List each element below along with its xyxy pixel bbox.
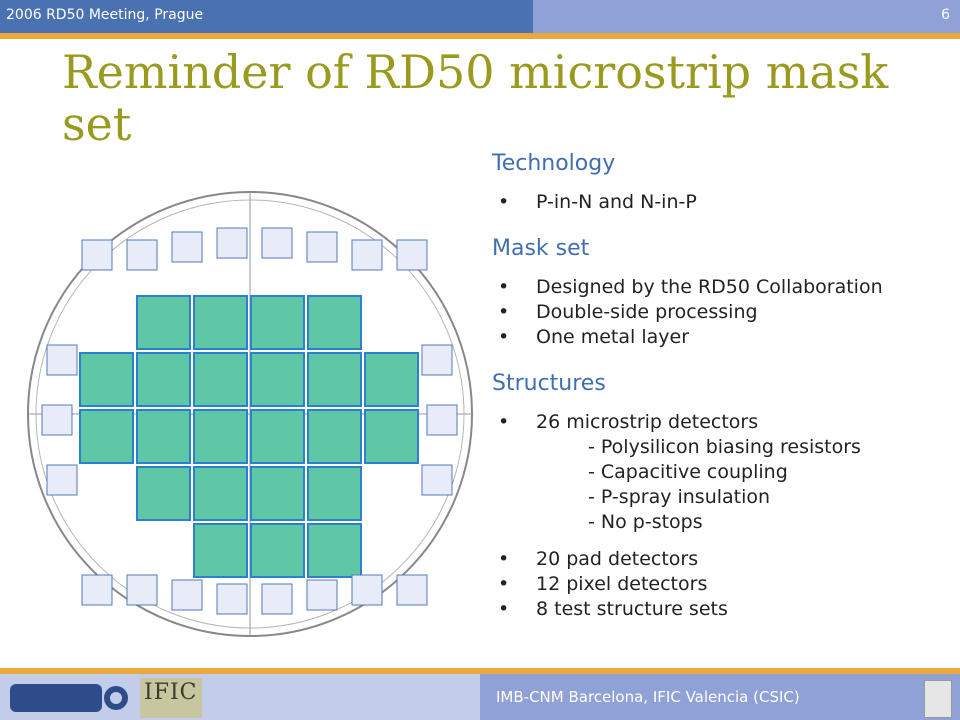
sub-item: - Capacitive coupling xyxy=(588,461,788,483)
wafer-test-structure xyxy=(126,239,158,271)
wafer-cell xyxy=(250,295,305,350)
wafer-test-structure xyxy=(46,464,78,496)
bullet-item: •Double-side processing xyxy=(498,301,758,323)
cnm-logo xyxy=(10,684,128,712)
wafer-cell xyxy=(250,352,305,407)
wafer-test-structure xyxy=(126,574,158,606)
footer-stripe xyxy=(0,668,960,674)
bullet-item: •Designed by the RD50 Collaboration xyxy=(498,276,883,298)
wafer-test-structure xyxy=(216,583,248,615)
section-structures: Structures •26 microstrip detectors - Po… xyxy=(492,370,952,622)
bullet-item: •P-in-N and N-in-P xyxy=(498,191,697,213)
wafer-test-structure xyxy=(396,574,428,606)
content-column: Technology •P-in-N and N-in-P Mask set •… xyxy=(492,150,952,622)
wafer-test-structure xyxy=(261,583,293,615)
wafer-test-structure xyxy=(306,231,338,263)
wafer-test-structure xyxy=(171,231,203,263)
header-bar-right xyxy=(533,0,960,33)
wafer-cell xyxy=(193,466,248,521)
wafer-cell xyxy=(307,409,362,464)
bullet-item: •8 test structure sets xyxy=(498,598,728,620)
wafer-cell xyxy=(307,295,362,350)
wafer-cell xyxy=(136,295,191,350)
wafer-cell xyxy=(250,409,305,464)
wafer-test-structure xyxy=(216,227,248,259)
wafer-cell xyxy=(364,409,419,464)
wafer-test-structure xyxy=(421,464,453,496)
wafer-cell xyxy=(193,523,248,578)
sub-item: - P-spray insulation xyxy=(588,486,771,508)
section-technology: Technology •P-in-N and N-in-P xyxy=(492,150,952,215)
wafer-cell xyxy=(136,352,191,407)
wafer-test-structure xyxy=(261,227,293,259)
footer-text: IMB-CNM Barcelona, IFIC Valencia (CSIC) xyxy=(496,688,800,706)
wafer-test-structure xyxy=(81,239,113,271)
header-stripe xyxy=(0,33,960,39)
slide-title: Reminder of RD50 microstrip mask set xyxy=(62,45,889,151)
wafer-test-structure xyxy=(351,574,383,606)
wafer-cell xyxy=(307,352,362,407)
section-mask-set: Mask set •Designed by the RD50 Collabora… xyxy=(492,235,952,350)
wafer-test-structure xyxy=(396,239,428,271)
wafer-cell xyxy=(136,466,191,521)
bullet-item: •One metal layer xyxy=(498,326,690,348)
bullet-item: •12 pixel detectors xyxy=(498,573,708,595)
wafer-cell xyxy=(307,466,362,521)
wafer-test-structure xyxy=(81,574,113,606)
bullet-item: •26 microstrip detectors xyxy=(498,411,759,433)
wafer-cell xyxy=(193,295,248,350)
wafer-test-structure xyxy=(171,579,203,611)
wafer-test-structure xyxy=(426,404,458,436)
wafer-test-structure xyxy=(351,239,383,271)
page-number: 6 xyxy=(941,7,950,23)
wafer-cell xyxy=(136,409,191,464)
wafer-cell xyxy=(250,523,305,578)
bullet-item: •20 pad detectors xyxy=(498,548,699,570)
wafer-cell xyxy=(364,352,419,407)
wafer-cell xyxy=(79,409,134,464)
sub-item: - No p-stops xyxy=(588,511,703,533)
csic-logo xyxy=(924,680,952,718)
footer-bar-right xyxy=(480,674,960,720)
section-heading: Mask set xyxy=(492,236,590,261)
wafer-test-structure xyxy=(46,344,78,376)
wafer-test-structure xyxy=(41,404,73,436)
wafer-mask-image xyxy=(27,191,473,637)
wafer-test-structure xyxy=(306,579,338,611)
section-heading: Technology xyxy=(492,151,616,176)
sub-item: - Polysilicon biasing resistors xyxy=(588,436,861,458)
header-bar xyxy=(0,0,533,33)
wafer-cell xyxy=(307,523,362,578)
wafer-cell xyxy=(193,409,248,464)
wafer-cell xyxy=(79,352,134,407)
wafer-cell xyxy=(193,352,248,407)
wafer-test-structure xyxy=(421,344,453,376)
meeting-label: 2006 RD50 Meeting, Prague xyxy=(6,7,204,23)
wafer-cell xyxy=(250,466,305,521)
ific-logo: IFIC xyxy=(140,678,202,718)
section-heading: Structures xyxy=(492,371,606,396)
